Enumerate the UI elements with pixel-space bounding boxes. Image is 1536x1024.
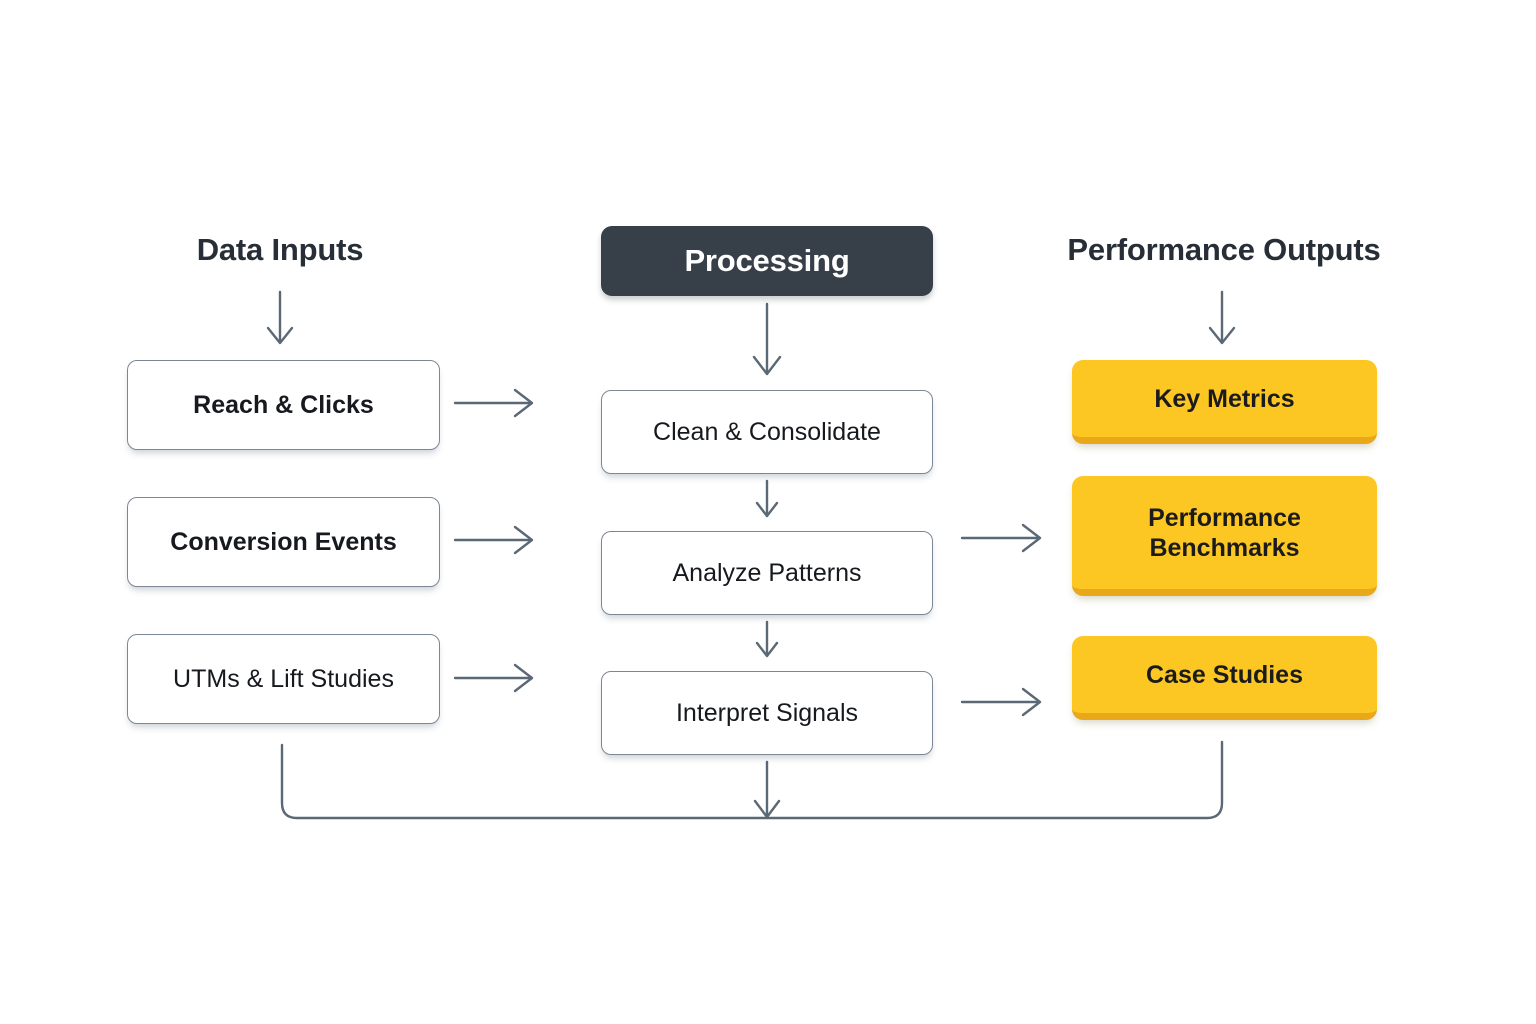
column-heading-processing: Processing: [601, 226, 933, 296]
node-performance-benchmarks-line-2: Benchmarks: [1149, 533, 1300, 562]
node-case-studies-label: Case Studies: [1145, 660, 1303, 689]
node-analyze-patterns-label: Analyze Patterns: [672, 559, 862, 587]
connector-analyze-to-benchmarks: [960, 523, 1042, 553]
node-performance-benchmarks[interactable]: Performance Benchmarks: [1072, 476, 1377, 596]
node-reach-and-clicks-label: Reach & Clicks: [193, 391, 374, 419]
column-heading-processing-label: Processing: [684, 243, 850, 278]
node-utms-and-lift-studies[interactable]: UTMs & Lift Studies: [127, 634, 440, 724]
connector-interpret-to-case-studies: [960, 687, 1042, 717]
column-heading-performance-outputs: Performance Outputs: [1067, 232, 1381, 267]
node-performance-benchmarks-label: Performance Benchmarks: [1148, 503, 1301, 563]
connector-conversion-to-analyze: [453, 525, 534, 555]
node-interpret-signals[interactable]: Interpret Signals: [601, 671, 933, 755]
connector-analyze-to-interpret: [755, 620, 779, 658]
connector-processing-heading-to-clean: [752, 302, 782, 376]
node-clean-and-consolidate[interactable]: Clean & Consolidate: [601, 390, 933, 474]
connector-clean-to-analyze: [755, 479, 779, 518]
connector-reach-to-clean: [453, 388, 534, 418]
node-conversion-events-label: Conversion Events: [170, 528, 397, 556]
node-clean-and-consolidate-label: Clean & Consolidate: [653, 418, 881, 446]
node-key-metrics[interactable]: Key Metrics: [1072, 360, 1377, 444]
node-analyze-patterns[interactable]: Analyze Patterns: [601, 531, 933, 615]
connector-outputs-heading-to-key-metrics: [1208, 290, 1236, 345]
column-heading-data-inputs: Data Inputs: [196, 232, 364, 267]
node-utms-and-lift-studies-label: UTMs & Lift Studies: [173, 665, 394, 693]
node-interpret-signals-label: Interpret Signals: [675, 699, 859, 727]
node-case-studies[interactable]: Case Studies: [1072, 636, 1377, 720]
node-reach-and-clicks[interactable]: Reach & Clicks: [127, 360, 440, 450]
connector-interpret-to-feedback-loop: [753, 760, 781, 819]
connector-utms-to-interpret: [453, 663, 534, 693]
node-conversion-events[interactable]: Conversion Events: [127, 497, 440, 587]
node-key-metrics-label: Key Metrics: [1154, 384, 1295, 413]
connector-inputs-heading-to-reach: [266, 290, 294, 345]
node-performance-benchmarks-line-1: Performance: [1148, 503, 1301, 532]
